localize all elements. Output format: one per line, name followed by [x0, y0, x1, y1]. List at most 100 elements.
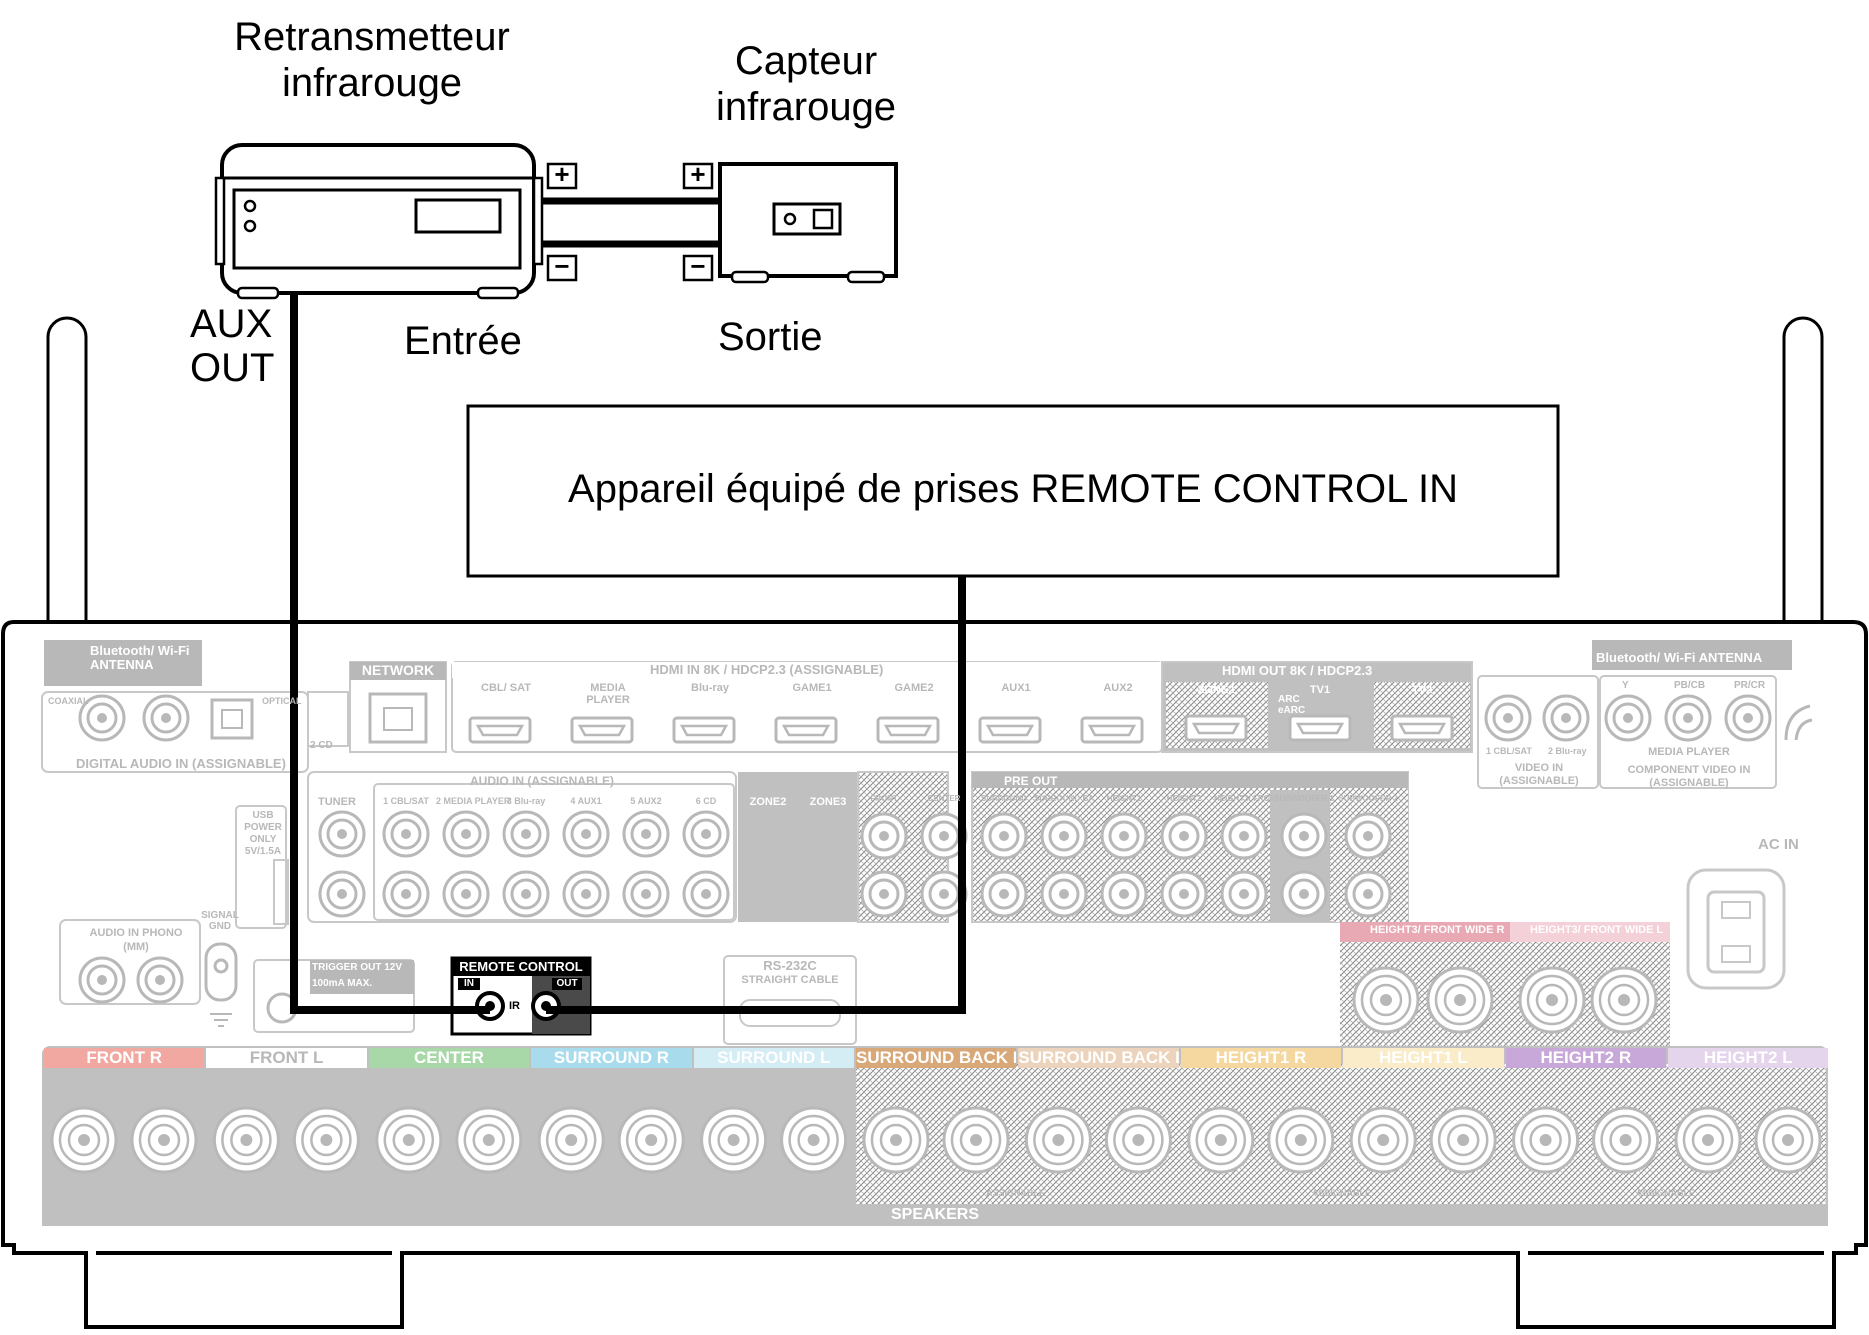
height3-fw-r-label: HEIGHT3/ FRONT WIDE R	[1370, 924, 1505, 936]
component-pr-label: PR/CR	[1734, 680, 1766, 691]
pre-out-jack-top-9	[1344, 812, 1392, 860]
pre-out-jack-bottom-9	[1344, 870, 1392, 918]
speaker-post-minus-5	[780, 1106, 848, 1174]
rs232c-label: RS-232C	[763, 958, 817, 973]
audio-in-jack-top-1	[382, 810, 430, 858]
output-label: Sortie	[718, 315, 823, 359]
retransmitter-label-line1: Retransmetteur	[234, 15, 510, 59]
speaker-post-minus-10	[1592, 1106, 1660, 1174]
network-label: NETWORK	[361, 662, 435, 678]
pre-out-col-label-6: HEIGHT2	[1166, 794, 1202, 803]
ir-sensor	[682, 162, 898, 284]
minus-sign-retransmitter: −	[554, 251, 570, 281]
hdmi-out-label-2: TV1	[1309, 684, 1331, 696]
hdmi-in-port-6	[978, 716, 1042, 744]
speaker-post-plus-11	[1674, 1106, 1742, 1174]
audio-in-jack-bottom-4	[562, 870, 610, 918]
signal-gnd-label: SIGNAL GND	[201, 910, 239, 932]
audio-in-col-label-1: 1 CBL/SAT	[383, 796, 429, 806]
video-in-label: VIDEO IN (ASSIGNABLE)	[1499, 762, 1579, 787]
speaker-post-plus-7	[1024, 1106, 1092, 1174]
hdmi-in-label: HDMI IN 8K / HDCP2.3 (ASSIGNABLE)	[650, 662, 884, 677]
zone-label-1: ZONE2	[749, 796, 787, 808]
audio-phono-label: AUDIO IN PHONO (MM)	[89, 927, 183, 953]
hdmi-in-port-1	[468, 716, 532, 744]
hdmi-in-label-2: MEDIA PLAYER	[586, 682, 630, 706]
media-player-label: MEDIA PLAYER	[1648, 746, 1730, 758]
pre-out-jack-top-4	[1040, 812, 1088, 860]
optical-label: OPTICAL	[262, 696, 302, 706]
video-col-1-label: 1 CBL/SAT	[1486, 746, 1532, 756]
pre-out-jack-top-7	[1220, 812, 1268, 860]
pre-out-jack-bottom-7	[1220, 870, 1268, 918]
ac-in-label: AC IN	[1758, 836, 1799, 853]
cd-digital-label: 2 CD	[310, 740, 333, 751]
hdmi-out-label-3: TV2	[1411, 684, 1433, 696]
audio-in-col-label-2: 2 MEDIA PLAYER	[436, 796, 511, 806]
assignable-label-2: ASSIGNABLE	[1312, 1188, 1372, 1198]
speaker-group-label-2: FRONT L	[206, 1048, 367, 1068]
pre-out-jack-top-1	[860, 812, 908, 860]
speaker-post-plus-8	[1187, 1106, 1255, 1174]
speakers-label: SPEAKERS	[890, 1206, 980, 1223]
pre-out-col-label-5: HEIGHT1	[1106, 794, 1142, 803]
audio-in-label: AUDIO IN (ASSIGNABLE)	[470, 774, 614, 788]
speaker-post-plus-5	[700, 1106, 768, 1174]
pre-out-col-label-8: SUBWOOFER 1	[1274, 794, 1334, 803]
zone-label-2: ZONE3	[809, 796, 847, 808]
speaker-post-plus-3	[375, 1106, 443, 1174]
tuner-label: TUNER	[318, 796, 356, 808]
hdmi-in-label-5: GAME2	[894, 682, 934, 694]
hdmi-in-port-2	[570, 716, 634, 744]
assignable-label-3: ASSIGNABLE	[1636, 1188, 1696, 1198]
pre-out-jack-top-8	[1280, 812, 1328, 860]
straight-cable-label: STRAIGHT CABLE	[741, 974, 839, 986]
speaker-group-label-10: HEIGHT2 R	[1505, 1048, 1666, 1068]
device-box-label: Appareil équipé de prises REMOTE CONTROL…	[568, 467, 1458, 511]
sensor-label-line2: infrarouge	[715, 85, 897, 129]
speaker-post-minus-3	[455, 1106, 523, 1174]
pre-out-jack-top-5	[1100, 812, 1148, 860]
hdmi-out-label-1: ZONE2	[1197, 684, 1235, 696]
trigger-out-label: TRIGGER OUT 12V 100mA MAX.	[312, 962, 403, 989]
hdmi-in-label-7: AUX2	[1103, 682, 1133, 694]
audio-in-jack-bottom-3	[502, 870, 550, 918]
audio-in-jack-bottom-6	[682, 870, 730, 918]
speaker-post-plus-2	[212, 1106, 280, 1174]
speaker-post-plus-10	[1512, 1106, 1580, 1174]
minus-sign-sensor: −	[690, 251, 706, 281]
hdmi-in-port-4	[774, 716, 838, 744]
audio-in-jack-top-6	[682, 810, 730, 858]
hdmi-in-port-3	[672, 716, 736, 744]
remote-control-label: REMOTE CONTROL	[459, 959, 583, 974]
hdmi-out-arc-label: ARC eARC	[1278, 694, 1306, 716]
hdmi-in-port-5	[876, 716, 940, 744]
audio-in-jack-bottom-5	[622, 870, 670, 918]
speaker-group-label-4: SURROUND R	[531, 1048, 692, 1068]
antenna-left	[40, 316, 94, 650]
hdmi-in-label-3: Blu-ray	[691, 682, 729, 694]
pre-out-jack-top-3	[980, 812, 1028, 860]
speaker-post-minus-2	[292, 1106, 360, 1174]
usb-power-label: USB POWER ONLY 5V/1.5A	[244, 810, 282, 857]
digital-audio-in-label: DIGITAL AUDIO IN (ASSIGNABLE)	[76, 756, 286, 771]
component-in-label: COMPONENT VIDEO IN (ASSIGNABLE)	[1627, 764, 1751, 789]
pre-out-jack-bottom-4	[1040, 870, 1088, 918]
device-box	[466, 404, 1560, 578]
speaker-group-label-11: HEIGHT2 L	[1668, 1048, 1829, 1068]
remote-control-jacks	[450, 956, 592, 1036]
speaker-group-label-3: CENTER	[368, 1048, 530, 1068]
aux-label-line2: OUT	[190, 346, 275, 390]
audio-in-jack-top-5	[622, 810, 670, 858]
sensor-label-line1: Capteur	[734, 39, 878, 83]
speaker-post-minus-7	[1104, 1106, 1172, 1174]
audio-in-col-label-5: 5 AUX2	[630, 796, 662, 806]
speaker-post-minus-1	[130, 1106, 198, 1174]
component-y-label: Y	[1622, 680, 1629, 691]
hdmi-in-label-6: AUX1	[1001, 682, 1031, 694]
receiver-rear-panel	[1, 316, 1868, 1329]
pre-out-jack-top-6	[1160, 812, 1208, 860]
speaker-post-minus-4	[617, 1106, 685, 1174]
